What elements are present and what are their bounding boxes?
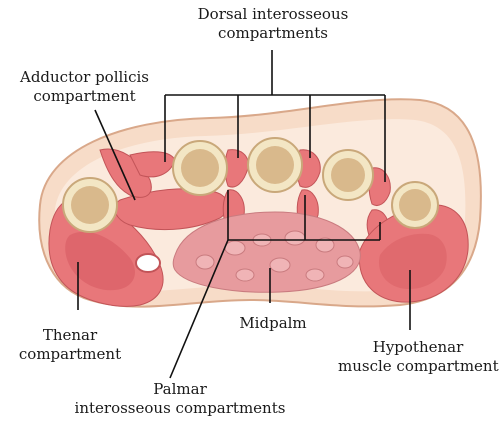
dorsal-interosseous-label: Dorsal interosseous compartments <box>197 5 349 42</box>
metacarpal-3 <box>247 137 303 193</box>
leader-lines <box>77 50 411 379</box>
adductor-pollicis-muscle <box>114 188 229 231</box>
metacarpal-4 <box>322 149 374 201</box>
metacarpal-2 <box>172 140 228 196</box>
midpalm-label: Midpalm <box>239 314 307 332</box>
palmar-leader <box>169 190 381 379</box>
thenar-muscle-inner <box>65 231 135 291</box>
adductor-pollicis-label: Adductor pollicis compartment <box>19 68 150 105</box>
thenar-label: Thenar compartment <box>18 326 122 363</box>
hypothenar-muscle-inner <box>378 233 447 290</box>
hypothenar-label: Hypothenar muscle compartment <box>338 338 499 375</box>
metacarpal-5 <box>391 181 439 229</box>
first-dorsal-interosseous <box>99 148 152 198</box>
metacarpal-1 <box>62 177 118 233</box>
vessel <box>135 253 161 273</box>
metacarpal-bones <box>62 137 439 233</box>
adductor-leader <box>94 109 136 201</box>
dorsal-leader <box>164 50 386 182</box>
palmar-interosseous-label: Palmar interosseous compartments <box>74 380 286 417</box>
